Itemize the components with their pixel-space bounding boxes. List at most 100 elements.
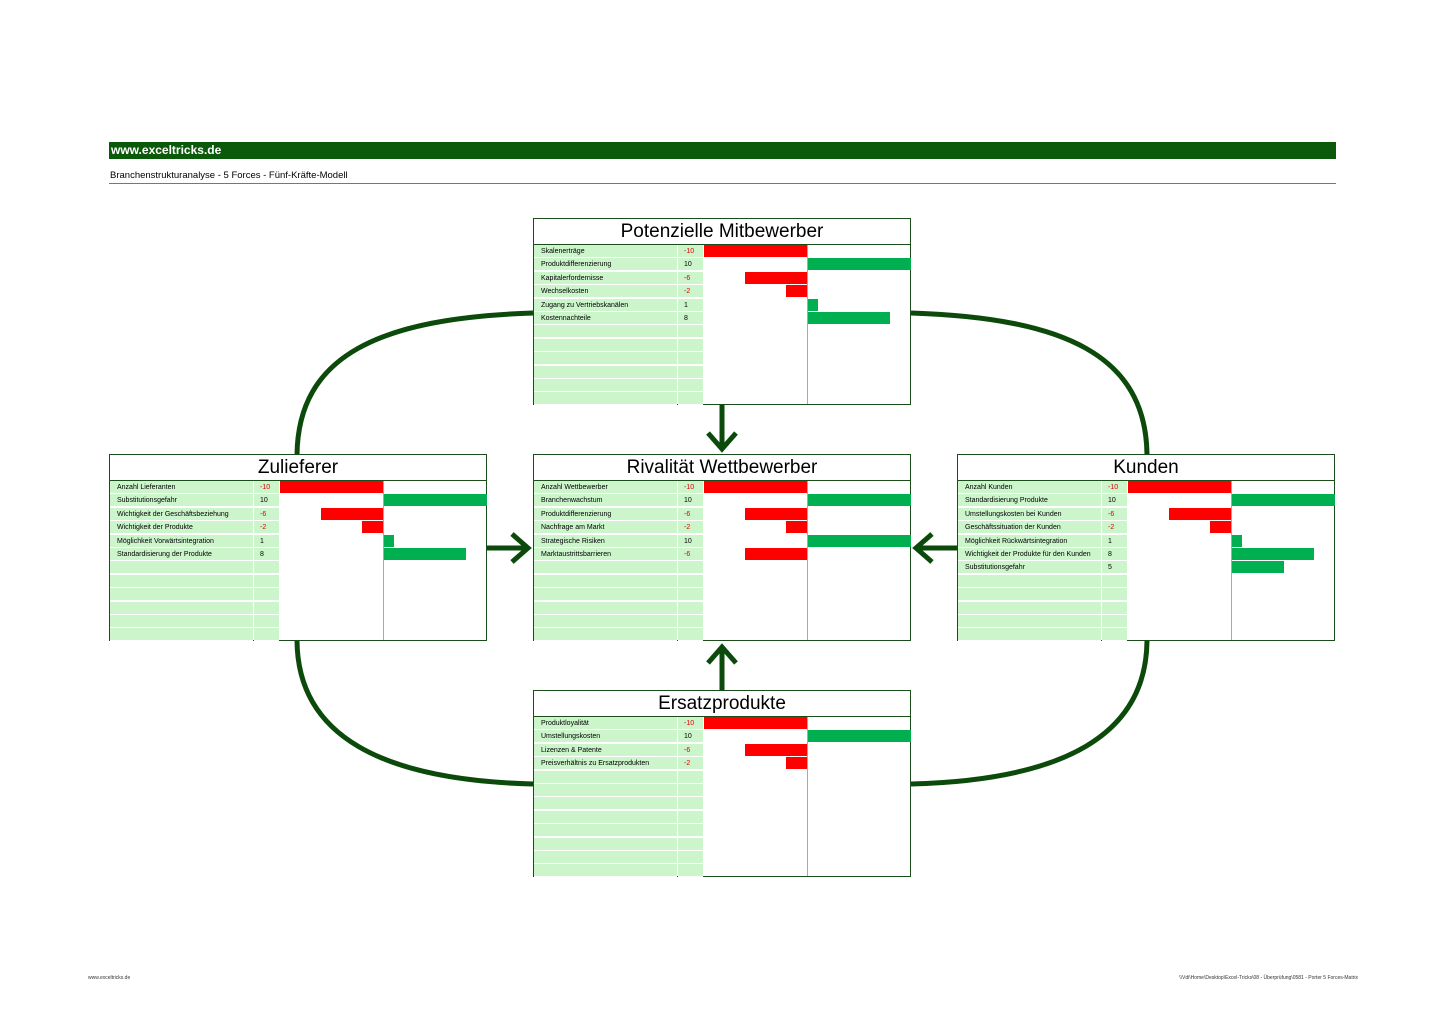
bar-negative (362, 521, 383, 534)
empty-row (534, 365, 910, 379)
bar-positive (384, 548, 467, 560)
row-label: Wechselkosten (534, 285, 677, 299)
row-label (958, 615, 1101, 628)
row-label (110, 561, 253, 575)
row-value (1102, 574, 1127, 588)
row-label: Möglichkeit Rückwärtsintegration (958, 534, 1101, 548)
bar-chart (704, 481, 911, 640)
bar-negative (321, 507, 383, 520)
bar-positive (808, 730, 911, 743)
row-label: Lizenzen & Patente (534, 743, 677, 757)
row-value: -10 (678, 717, 703, 730)
empty-row (110, 601, 486, 615)
empty-row (534, 824, 910, 838)
row-label (958, 628, 1101, 642)
row-label: Zugang zu Vertriebskanälen (534, 298, 677, 312)
box-title: Potenzielle Mitbewerber (534, 219, 910, 245)
bar-chart (704, 717, 911, 876)
row-value: -6 (678, 271, 703, 285)
header-bar: www.exceltricks.de (109, 142, 1336, 159)
row-value: -6 (678, 548, 703, 561)
row-value (678, 837, 703, 851)
bar-negative (1210, 521, 1231, 534)
row-label (110, 628, 253, 642)
row-value: -2 (1102, 521, 1127, 535)
row-label (534, 797, 677, 811)
row-value: 8 (1102, 548, 1127, 561)
arrow-top-down (706, 405, 738, 453)
bar-positive (808, 312, 891, 324)
table-row: Produktloyalität-10 (534, 717, 910, 730)
box-title: Kunden (958, 455, 1334, 481)
row-value (678, 365, 703, 379)
row-value: 10 (678, 258, 703, 272)
table-row: Produktdifferenzierung-6 (534, 507, 910, 521)
empty-row (534, 615, 910, 628)
empty-row (958, 615, 1334, 628)
empty-row (110, 615, 486, 628)
row-label (534, 601, 677, 615)
arrow-bottom-up (706, 643, 738, 690)
row-value: 1 (254, 534, 279, 548)
bar-negative (745, 743, 807, 756)
row-value: 10 (1102, 494, 1127, 508)
row-label (534, 810, 677, 824)
row-label: Kapitalerfordernisse (534, 271, 677, 285)
bar-chart (280, 481, 487, 640)
empty-row (534, 851, 910, 864)
box-potenzielle-mitbewerber: Potenzielle Mitbewerber Skalenerträge-10… (533, 218, 911, 406)
row-label: Umstellungskosten (534, 730, 677, 744)
table-row: Preisverhältnis zu Ersatzprodukten-2 (534, 757, 910, 771)
row-value (1102, 601, 1127, 615)
table-row: Kapitalerfordernisse-6 (534, 271, 910, 285)
box-title: Zulieferer (110, 455, 486, 481)
row-value (678, 601, 703, 615)
bar-negative (704, 481, 807, 493)
bar-positive (384, 494, 487, 507)
row-value (678, 615, 703, 628)
footer-left: www.exceltricks.de (88, 975, 131, 981)
empty-row (534, 810, 910, 824)
row-value (678, 392, 703, 406)
zero-axis (1231, 481, 1232, 640)
bar-negative (786, 757, 807, 770)
row-label (534, 784, 677, 797)
row-value: -6 (1102, 507, 1127, 521)
row-label: Nachfrage am Markt (534, 521, 677, 535)
row-value (254, 588, 279, 602)
row-label (958, 588, 1101, 602)
row-value (678, 810, 703, 824)
row-value (254, 574, 279, 588)
empty-row (534, 784, 910, 797)
table-row: Umstellungskosten bei Kunden-6 (958, 507, 1334, 521)
row-value: 10 (678, 534, 703, 548)
row-label (110, 574, 253, 588)
bar-positive (1232, 534, 1243, 547)
row-label (534, 824, 677, 838)
row-label: Strategische Risiken (534, 534, 677, 548)
brand-label: www.exceltricks.de (111, 143, 222, 157)
arc-top-right (910, 310, 1150, 456)
table-row: Anzahl Wettbewerber-10 (534, 481, 910, 494)
row-value: 8 (678, 312, 703, 325)
empty-row (534, 797, 910, 811)
row-label (110, 601, 253, 615)
row-value: 8 (254, 548, 279, 561)
row-value (1102, 615, 1127, 628)
empty-row (534, 601, 910, 615)
table-row: Wechselkosten-2 (534, 285, 910, 299)
row-label: Substitutionsgefahr (110, 494, 253, 508)
bar-negative (280, 481, 383, 493)
row-value: -6 (678, 743, 703, 757)
row-label (110, 588, 253, 602)
row-value: -10 (678, 245, 703, 258)
row-label (958, 574, 1101, 588)
row-value (254, 561, 279, 575)
bar-positive (808, 494, 911, 507)
